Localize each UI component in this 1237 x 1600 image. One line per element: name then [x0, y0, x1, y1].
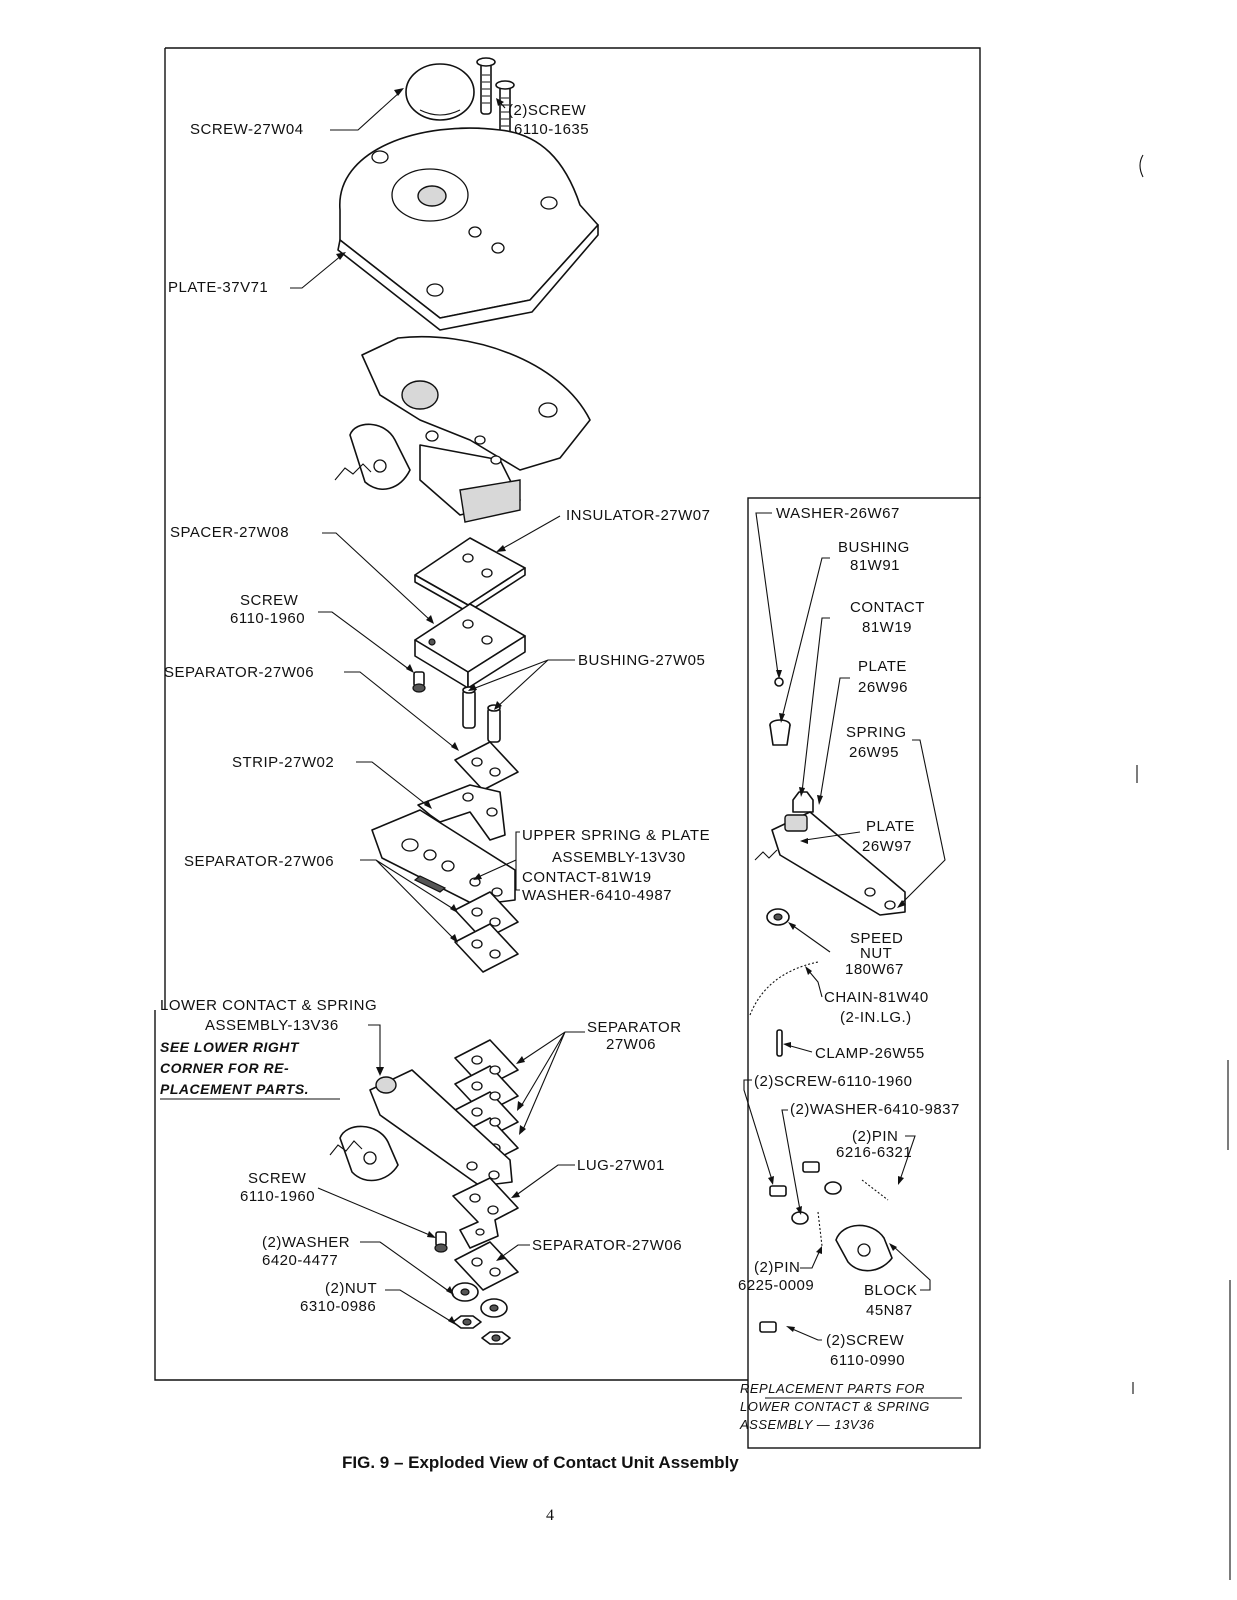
label-speed-a: SPEED: [850, 930, 903, 947]
label-lower-contact-a: LOWER CONTACT & SPRING: [160, 997, 377, 1014]
label-separator-27w06-top: SEPARATOR-27W06: [164, 664, 314, 681]
label-spacer-27w08: SPACER-27W08: [170, 524, 289, 541]
small-screw-part: [412, 671, 426, 693]
inset-screws-part: [759, 1161, 820, 1333]
label-speed-b: NUT: [860, 945, 892, 962]
lower-contact-spring-part: [329, 1069, 513, 1187]
label-pin-6225-b: 6225-0009: [738, 1277, 814, 1294]
separator-mid-b-part: [454, 923, 519, 973]
inset-chain-part: [749, 961, 819, 1016]
page-number: 4: [546, 1507, 554, 1524]
spacer-part: [414, 603, 526, 689]
inset-washer-part: [774, 677, 784, 687]
screw-cap-part: [405, 63, 475, 121]
label-contact-81w19: CONTACT-81W19: [522, 869, 652, 886]
label-bushing-b: 81W91: [850, 557, 900, 574]
label-screw-6110-1635-qty: (2)SCREW: [508, 102, 587, 119]
label-bushing-27w05: BUSHING-27W05: [578, 652, 705, 669]
label-spring-b: 26W95: [849, 744, 899, 761]
separator-low-part: [454, 1241, 519, 1291]
label-inset-washer-6410-9837: (2)WASHER-6410-9837: [790, 1101, 960, 1118]
upper-spring-plate-part: [371, 809, 516, 906]
label-inset-screw-6110-1960: (2)SCREW-6110-1960: [754, 1073, 913, 1090]
label-pin-6225-a: (2)PIN: [754, 1259, 800, 1276]
label-upper-spring-b: ASSEMBLY-13V30: [552, 849, 686, 866]
label-strip-27w02: STRIP-27W02: [232, 754, 334, 771]
inset-block-part: [817, 1179, 893, 1272]
label-bushing-a: BUSHING: [838, 539, 910, 556]
label-insulator-27w07: INSULATOR-27W07: [566, 507, 711, 524]
label-see-lower-1: SEE LOWER RIGHT: [160, 1039, 300, 1055]
label-chain-a: CHAIN-81W40: [824, 989, 929, 1006]
label-separator-group-a: SEPARATOR: [587, 1019, 682, 1036]
separator-group-part: [454, 1039, 519, 1167]
label-contact-a: CONTACT: [850, 599, 925, 616]
label-washer-6410-4987: WASHER-6410-4987: [522, 887, 672, 904]
inset-spring-plate-part: [754, 811, 906, 916]
label-screw-6110-1960-a: SCREW: [240, 592, 299, 609]
lower-screw-part: [434, 1231, 448, 1253]
assembled-contact-unit: [334, 335, 591, 523]
label-note-3: ASSEMBLY — 13V36: [739, 1417, 875, 1432]
label-screw-6110-1960-b: 6110-1960: [230, 610, 305, 627]
label-block-a: BLOCK: [864, 1282, 917, 1299]
lug-part: [452, 1177, 519, 1249]
label-nut-6310-a: (2)NUT: [325, 1280, 377, 1297]
inset-frame: [747, 497, 981, 1449]
label-spring-a: SPRING: [846, 724, 907, 741]
mounting-plate-part: [337, 127, 599, 331]
separator-mid-a-part: [454, 891, 519, 941]
label-screw-6110-0990-a: (2)SCREW: [826, 1332, 905, 1349]
inset-bushing-part: [769, 719, 791, 746]
nuts-part: [452, 1315, 511, 1345]
label-separator-27w06-low: SEPARATOR-27W06: [532, 1237, 682, 1254]
label-see-lower-2: CORNER FOR RE-: [160, 1060, 289, 1076]
label-plate97-a: PLATE: [866, 818, 915, 835]
label-lug-27w01: LUG-27W01: [577, 1157, 665, 1174]
label-note-1: REPLACEMENT PARTS FOR: [740, 1381, 925, 1396]
label-chain-b: (2-IN.LG.): [840, 1009, 912, 1026]
label-contact-b: 81W19: [862, 619, 912, 636]
label-speed-c: 180W67: [845, 961, 904, 978]
label-note-2: LOWER CONTACT & SPRING: [740, 1399, 930, 1414]
strip-part: [417, 784, 506, 841]
insulator-part: [414, 537, 526, 613]
label-block-b: 45N87: [866, 1302, 913, 1319]
label-separator-group-b: 27W06: [606, 1036, 656, 1053]
inset-contact-part: [792, 791, 814, 813]
separator-upper-part: [454, 741, 519, 791]
label-screw-6110-1635-num: 6110-1635: [514, 121, 589, 138]
label-screw-lower-a: SCREW: [248, 1170, 307, 1187]
label-plate97-b: 26W97: [862, 838, 912, 855]
label-pin-6216-b: 6216-6321: [836, 1144, 912, 1161]
label-washer-6420-b: 6420-4477: [262, 1252, 338, 1269]
figure-caption: FIG. 9 – Exploded View of Contact Unit A…: [342, 1453, 739, 1472]
bushings-part: [462, 686, 501, 743]
long-screws-part: [476, 57, 515, 136]
label-screw-27w04: SCREW-27W04: [190, 121, 304, 138]
label-see-lower-3: PLACEMENT PARTS.: [160, 1081, 309, 1097]
scan-edge-marks: [1132, 154, 1231, 1580]
leader-lines: [290, 88, 946, 1341]
label-plate96-b: 26W96: [858, 679, 908, 696]
label-plate-37v71: PLATE-37V71: [168, 279, 268, 296]
label-lower-contact-b: ASSEMBLY-13V36: [205, 1017, 339, 1034]
inset-speed-nut-part: [766, 908, 790, 926]
label-pin-6216-a: (2)PIN: [852, 1128, 898, 1145]
label-screw-6110-0990-b: 6110-0990: [830, 1352, 905, 1369]
washers-part: [451, 1282, 508, 1318]
label-upper-spring-a: UPPER SPRING & PLATE: [522, 827, 710, 844]
inset-washers-part: [791, 1181, 842, 1225]
label-plate96-a: PLATE: [858, 658, 907, 675]
label-clamp-26w55: CLAMP-26W55: [815, 1045, 925, 1062]
label-washer-26w67: WASHER-26W67: [776, 505, 900, 522]
label-screw-lower-b: 6110-1960: [240, 1188, 315, 1205]
label-washer-6420-a: (2)WASHER: [262, 1234, 350, 1251]
label-nut-6310-b: 6310-0986: [300, 1298, 376, 1315]
inset-clamp-part: [776, 1029, 783, 1057]
label-separator-27w06-mid: SEPARATOR-27W06: [184, 853, 334, 870]
